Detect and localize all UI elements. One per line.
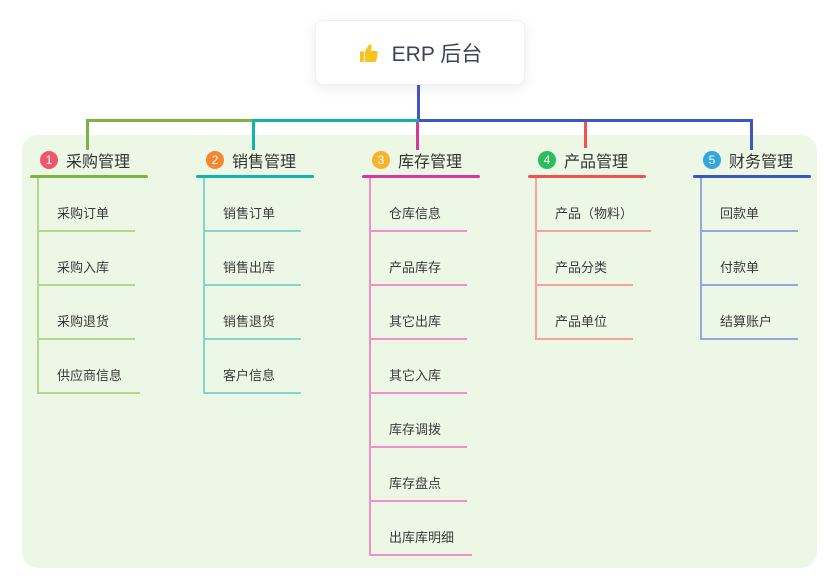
mindmap-item[interactable]: 付款单 [702, 232, 798, 286]
branch-sales-items: 销售订单销售出库销售退货客户信息 [203, 178, 314, 394]
mindmap-item[interactable]: 客户信息 [205, 340, 301, 394]
branch-product-label: 产品管理 [564, 154, 629, 171]
badge-1: 1 [40, 151, 58, 169]
connector-bus-branch2 [252, 119, 420, 122]
mindmap-item[interactable]: 销售出库 [205, 232, 301, 286]
connector-bus-branch1 [86, 119, 253, 122]
branch-product-header[interactable]: 4 产品管理 [538, 149, 651, 171]
badge-4: 4 [538, 151, 556, 169]
mindmap-item[interactable]: 产品库存 [371, 232, 467, 286]
branch-purchase: 1 采购管理 采购订单采购入库采购退货供应商信息 [30, 149, 148, 394]
mindmap-item[interactable]: 结算账户 [702, 286, 798, 340]
root-node-title: ERP 后台 [391, 42, 483, 66]
mindmap-item[interactable]: 出库库明细 [371, 502, 473, 556]
connector-root-vertical [417, 82, 420, 120]
mindmap-item[interactable]: 库存盘点 [371, 448, 467, 502]
mindmap-panel [22, 135, 817, 568]
branch-purchase-items: 采购订单采购入库采购退货供应商信息 [37, 178, 148, 394]
root-node-erp[interactable]: ERP 后台 [315, 20, 525, 85]
badge-3: 3 [372, 151, 390, 169]
mindmap-item[interactable]: 销售订单 [205, 178, 301, 232]
branch-inventory-items: 仓库信息产品库存其它出库其它入库库存调拨库存盘点出库库明细 [369, 178, 480, 556]
branch-sales-underline [196, 175, 314, 178]
connector-bus-branch5 [419, 119, 753, 122]
branch-purchase-header[interactable]: 1 采购管理 [40, 149, 148, 171]
branch-product: 4 产品管理 产品（物料）产品分类产品单位 [528, 149, 652, 340]
branch-purchase-underline [30, 175, 148, 178]
branch-sales-header[interactable]: 2 销售管理 [206, 149, 314, 171]
mindmap-item[interactable]: 产品单位 [537, 286, 633, 340]
branch-inventory-label: 库存管理 [398, 154, 463, 171]
mindmap-item[interactable]: 销售退货 [205, 286, 301, 340]
connector-drop-branch3 [416, 122, 419, 150]
badge-5: 5 [703, 151, 721, 169]
thumbs-up-icon [359, 43, 378, 62]
branch-inventory-underline [362, 175, 480, 178]
branch-inventory-header[interactable]: 3 库存管理 [372, 149, 480, 171]
branch-inventory: 3 库存管理 仓库信息产品库存其它出库其它入库库存调拨库存盘点出库库明细 [362, 149, 480, 556]
mindmap-item[interactable]: 供应商信息 [39, 340, 141, 394]
branch-finance-label: 财务管理 [729, 154, 794, 171]
branch-product-underline [528, 175, 646, 178]
branch-finance-header[interactable]: 5 财务管理 [703, 149, 811, 171]
mindmap-item[interactable]: 仓库信息 [371, 178, 467, 232]
connector-drop-branch2 [252, 119, 255, 150]
branch-finance: 5 财务管理 回款单付款单结算账户 [693, 149, 811, 340]
mindmap-item[interactable]: 采购订单 [39, 178, 135, 232]
branch-finance-underline [693, 175, 811, 178]
mindmap-item[interactable]: 采购退货 [39, 286, 135, 340]
mindmap-item[interactable]: 采购入库 [39, 232, 135, 286]
mindmap-item[interactable]: 库存调拨 [371, 394, 467, 448]
connector-drop-branch4 [584, 122, 587, 148]
branch-purchase-label: 采购管理 [66, 154, 131, 171]
mindmap-item[interactable]: 其它出库 [371, 286, 467, 340]
branch-finance-items: 回款单付款单结算账户 [700, 178, 811, 340]
mindmap-item[interactable]: 产品（物料） [537, 178, 652, 232]
connector-drop-branch5 [750, 119, 753, 150]
mindmap-item[interactable]: 产品分类 [537, 232, 633, 286]
branch-sales-label: 销售管理 [232, 154, 297, 171]
badge-2: 2 [206, 151, 224, 169]
branch-product-items: 产品（物料）产品分类产品单位 [535, 178, 652, 340]
connector-drop-branch1 [86, 119, 89, 150]
mindmap-item[interactable]: 其它入库 [371, 340, 467, 394]
mindmap-item[interactable]: 回款单 [702, 178, 798, 232]
branch-sales: 2 销售管理 销售订单销售出库销售退货客户信息 [196, 149, 314, 394]
